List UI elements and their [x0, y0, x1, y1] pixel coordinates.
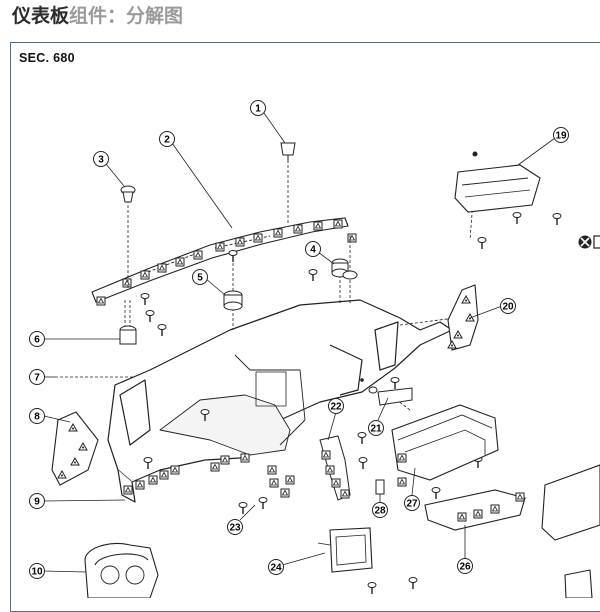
callout-9: 9 — [30, 494, 45, 509]
part-20-side-cover — [448, 285, 478, 350]
svg-text:27: 27 — [406, 499, 418, 510]
svg-text:21: 21 — [370, 424, 382, 435]
callout-24: 24 — [269, 560, 284, 575]
callout-8: 8 — [30, 409, 45, 424]
callout-19: 19 — [554, 128, 569, 143]
callout-26: 26 — [458, 559, 473, 574]
part-1-clip — [281, 143, 295, 162]
callout-2: 2 — [160, 132, 175, 147]
svg-text:26: 26 — [459, 562, 471, 573]
svg-text:1: 1 — [255, 104, 261, 115]
callout-28: 28 — [373, 503, 388, 518]
callout-20: 20 — [501, 299, 516, 314]
part-19-passenger-airbag — [455, 152, 561, 249]
callout-27: 27 — [405, 496, 420, 511]
part-8-side-cover — [52, 412, 98, 485]
svg-text:8: 8 — [34, 412, 40, 423]
center-console-partial — [542, 465, 600, 598]
reference-dot — [360, 378, 364, 382]
part-6-bracket — [120, 294, 166, 345]
part-22-striker — [320, 436, 350, 500]
part-24-display-unit — [318, 528, 372, 572]
svg-text:2: 2 — [164, 135, 170, 146]
svg-text:3: 3 — [98, 155, 104, 166]
part-10-combination-meter — [85, 543, 158, 598]
svg-text:19: 19 — [555, 131, 567, 142]
svg-text:10: 10 — [31, 567, 43, 578]
svg-text:5: 5 — [197, 273, 203, 284]
svg-text:6: 6 — [34, 335, 40, 346]
callout-1: 1 — [251, 101, 266, 116]
svg-text:22: 22 — [330, 402, 342, 413]
svg-text:24: 24 — [270, 563, 282, 574]
svg-text:4: 4 — [310, 245, 316, 256]
callout-4: 4 — [306, 242, 321, 257]
svg-text:7: 7 — [34, 373, 40, 384]
callout-7: 7 — [30, 370, 45, 385]
exploded-view-diagram: 1 2 3 4 5 6 7 8 9 10 19 20 21 22 23 24 2… — [0, 0, 600, 598]
part-21-bracket — [369, 387, 412, 405]
part-3-clip — [121, 186, 135, 202]
defroster-grille — [92, 218, 348, 302]
part-23-clips — [268, 466, 294, 497]
callout-10: 10 — [30, 564, 45, 579]
callout-5: 5 — [193, 270, 208, 285]
svg-text:20: 20 — [502, 302, 514, 313]
callout-21: 21 — [369, 421, 384, 436]
callout-22: 22 — [329, 399, 344, 414]
svg-text:23: 23 — [229, 523, 241, 534]
svg-text:28: 28 — [374, 506, 386, 517]
part-28-clip — [376, 480, 384, 494]
svg-text:9: 9 — [34, 497, 40, 508]
callout-23: 23 — [228, 520, 243, 535]
part-27-glove-box-housing — [392, 405, 498, 486]
callout-6: 6 — [30, 332, 45, 347]
part-26-lower-cover — [425, 490, 525, 530]
callout-3: 3 — [94, 152, 109, 167]
do-not-reuse-icon — [579, 236, 600, 249]
part-5-grommet — [224, 291, 242, 310]
